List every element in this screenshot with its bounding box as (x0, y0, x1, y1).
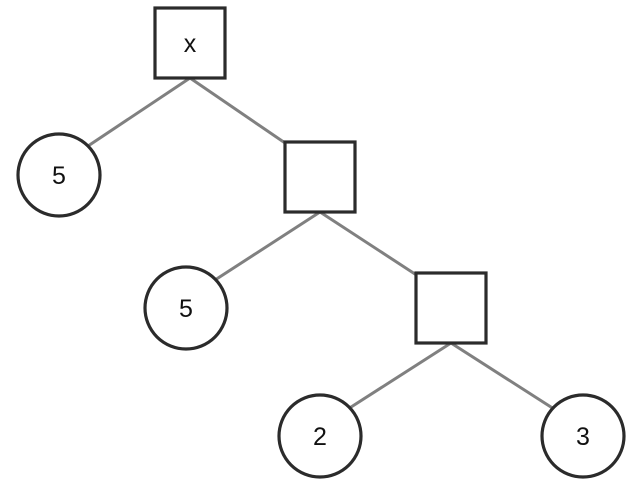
node-square-shape[interactable] (414, 271, 488, 345)
tree-edge (319, 210, 419, 278)
tree-edge (347, 341, 452, 411)
node-circle-shape[interactable] (143, 265, 229, 351)
tree-node-operator-level-2[interactable] (414, 271, 488, 345)
tree-edge (450, 341, 555, 411)
tree-edge (214, 210, 321, 282)
tree-node-leaf-mid-5[interactable]: 5 (143, 265, 229, 351)
node-circle-shape[interactable] (540, 393, 626, 479)
node-square-shape[interactable] (153, 6, 227, 80)
node-square-shape[interactable] (283, 140, 357, 214)
node-circle-shape[interactable] (16, 132, 102, 218)
edges-layer (87, 76, 555, 411)
tree-edge (189, 76, 289, 147)
tree-node-operator-level-1[interactable] (283, 140, 357, 214)
node-circle-shape[interactable] (277, 393, 363, 479)
tree-node-root-operator[interactable]: x (153, 6, 227, 80)
tree-node-leaf-2[interactable]: 2 (277, 393, 363, 479)
tree-node-leaf-left-5[interactable]: 5 (16, 132, 102, 218)
tree-node-leaf-3[interactable]: 3 (540, 393, 626, 479)
tree-edge (87, 76, 191, 148)
